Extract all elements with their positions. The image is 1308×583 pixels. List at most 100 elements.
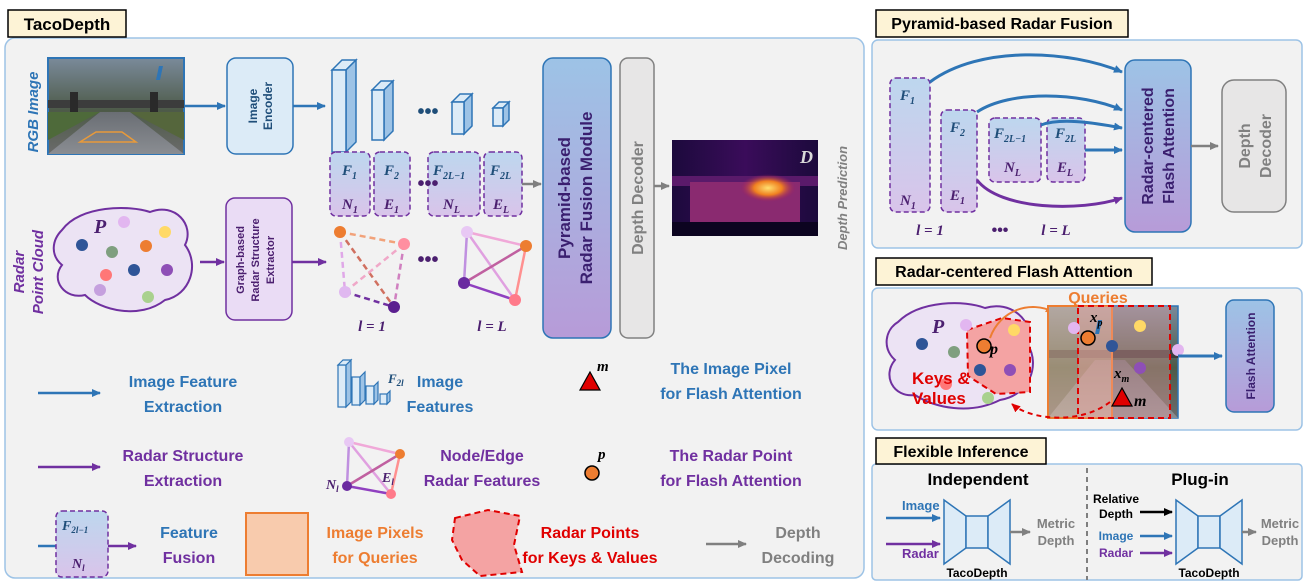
- graph-extractor-label-2: Radar Structure: [250, 218, 262, 301]
- main-title: TacoDepth: [24, 15, 111, 34]
- graph-extractor-label-3: Extractor: [265, 235, 277, 284]
- legend: Image Feature Extraction F2l Image Featu…: [38, 358, 835, 578]
- pyramid-box-level-1a: [889, 77, 931, 213]
- flash-keys-region: [965, 316, 1031, 396]
- legend-fusion-box-bottom: Nl: [71, 557, 85, 573]
- legend-radar-point-1: The Radar Point: [670, 448, 793, 465]
- inference-title-box: [875, 437, 1047, 465]
- flash-arrow-keys: [1011, 401, 1111, 419]
- pyr-arrow-F1: [929, 53, 1123, 84]
- flash-title-box: [875, 257, 1153, 286]
- flash-panel: Radar-centered Flash Attention P p Keys …: [871, 257, 1303, 431]
- flash-attention-box: [1225, 299, 1275, 413]
- legend-image-pixel-triangle: [578, 370, 602, 391]
- label-F2: F2: [383, 163, 399, 182]
- pyr-attention-box: [1124, 59, 1192, 233]
- flash-queries: Queries: [1068, 290, 1128, 307]
- flash-image: [1047, 305, 1184, 419]
- image-encoder-label-1: Image: [246, 88, 260, 123]
- inference-model-label: TacoDepth: [946, 566, 1007, 580]
- legend-image-pixels-1: Image Pixels: [327, 525, 424, 542]
- flash-cloud-P: P: [931, 316, 945, 338]
- graph-level-L: [458, 226, 532, 306]
- legend-image-features-2: Features: [407, 399, 474, 416]
- legend-node-edge-2: Radar Features: [424, 473, 541, 490]
- depth-symbol-D: D: [799, 147, 813, 167]
- ellipsis-mid: •••: [417, 173, 438, 195]
- depth-decoder-label: Depth Decoder: [630, 141, 647, 255]
- label-EL: EL: [492, 197, 509, 216]
- radar-point-cloud: [52, 207, 194, 313]
- legend-feature-fusion-2: Fusion: [163, 550, 215, 567]
- flash-xp: xp: [1089, 310, 1103, 329]
- inference-metric-1: Metric: [1037, 516, 1075, 531]
- inference-model-label-2: TacoDepth: [1178, 566, 1239, 580]
- pyr-EL: EL: [1056, 160, 1073, 179]
- inference-independent: Independent: [927, 470, 1028, 489]
- legend-edge-symbol: El: [381, 471, 394, 487]
- inference-metric-2: Depth: [1038, 533, 1075, 548]
- legend-graph-icon: [342, 437, 405, 499]
- label-F2L-1: F2L−1: [432, 163, 465, 182]
- pyr-level-1: l = 1: [916, 223, 944, 239]
- pyramid-box-level-Lb: [1046, 117, 1086, 183]
- flash-xm: xm: [1113, 366, 1130, 385]
- pyr-arrow-F2: [976, 94, 1123, 114]
- pyr-decoder-box: [1221, 79, 1287, 213]
- depth-decoder-box: [619, 57, 655, 339]
- pyr-F2L: F2L: [1054, 126, 1076, 145]
- label-NL: NL: [442, 197, 460, 216]
- inference-panel: Flexible Inference Independent Image Rad…: [871, 437, 1303, 581]
- rgb-image: [47, 57, 185, 155]
- fusion-module-label-1: Pyramid-based: [555, 137, 574, 259]
- pyr-level-L: l = L: [1041, 223, 1070, 239]
- depth-prediction-label: Depth Prediction: [835, 146, 850, 250]
- level-L-label: l = L: [477, 319, 506, 335]
- image-feature-cuboids: [330, 58, 511, 154]
- pyr-attention-1: Radar-centered: [1140, 87, 1157, 204]
- flash-cloud-points: [916, 319, 1020, 404]
- legend-radar-points-swatch: [450, 508, 524, 578]
- pyramid-panel: Pyramid-based Radar Fusion F1 N1 F2 E1 F…: [871, 9, 1303, 249]
- pyr-ellipsis: •••: [992, 222, 1009, 239]
- legend-image-pixel-symbol: m: [597, 359, 609, 375]
- depth-prediction-image: D: [672, 140, 818, 236]
- pyr-F1: F1: [899, 88, 915, 107]
- flash-arrow-query: [989, 304, 1055, 339]
- pyr-NL: NL: [1003, 160, 1021, 179]
- legend-image-features-icon: [336, 358, 391, 409]
- radar-label-1: Radar: [11, 250, 28, 294]
- legend-fusion-box: [55, 510, 109, 578]
- fusion-feature-boxes: [329, 151, 523, 217]
- legend-radar-point-circle: [584, 465, 600, 481]
- pyramid-title-box: [875, 9, 1129, 38]
- legend-image-pixels-swatch: [245, 512, 309, 576]
- legend-image-features-1: Image: [417, 374, 463, 391]
- legend-feature-fusion-1: Feature: [160, 525, 218, 542]
- label-E1: E1: [383, 197, 399, 216]
- pyramid-box-level-1b: [940, 109, 978, 213]
- rgb-image-label: RGB Image: [25, 72, 42, 153]
- ellipsis-top: •••: [417, 101, 438, 123]
- inference-image: Image: [902, 498, 940, 513]
- pyr-F2L-1: F2L−1: [993, 126, 1026, 145]
- flash-keys-1: Keys &: [912, 369, 970, 388]
- pyramid-title: Pyramid-based Radar Fusion: [891, 16, 1112, 33]
- ellipsis-graph: •••: [417, 249, 438, 271]
- fusion-module-label-2: Radar Fusion Module: [577, 112, 596, 285]
- legend-depth-decoding-2: Decoding: [762, 550, 835, 567]
- legend-radar-points-1: Radar Points: [541, 525, 640, 542]
- legend-image-features-symbol: F2l: [387, 371, 404, 388]
- pyr-attention-2: Flash Attention: [1161, 88, 1178, 204]
- pyr-decoder-2: Decoder: [1258, 114, 1275, 178]
- pyramid-box-level-La: [988, 117, 1042, 183]
- legend-radar-point-symbol: p: [596, 447, 606, 463]
- image-encoder-label-2: Encoder: [261, 82, 275, 130]
- legend-image-feature-extraction-2: Extraction: [144, 399, 222, 416]
- level-1-label: l = 1: [358, 319, 386, 335]
- label-F1: F1: [341, 163, 357, 182]
- legend-node-edge-1: Node/Edge: [440, 448, 524, 465]
- legend-radar-point-2: for Flash Attention: [660, 473, 802, 490]
- legend-image-pixel-1: The Image Pixel: [671, 361, 792, 378]
